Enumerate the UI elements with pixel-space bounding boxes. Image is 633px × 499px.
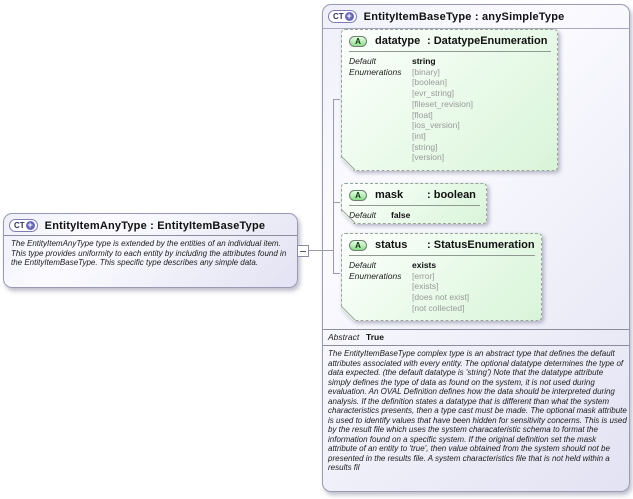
connector-line (309, 250, 334, 251)
enumeration-list: [binary] [boolean] [evr_string] [fileset… (412, 67, 473, 163)
attribute-icon: A (349, 240, 367, 251)
complex-type-glyph: CT (14, 221, 25, 230)
default-value: string (412, 56, 436, 66)
expand-icon[interactable]: + (25, 220, 35, 230)
divider (323, 329, 629, 330)
right-box-description: The EntityItemBaseType complex type is a… (328, 349, 627, 472)
enumeration-item: [float] (412, 109, 433, 120)
abstract-label: Abstract (328, 332, 360, 342)
minus-icon (300, 250, 306, 252)
left-box-description: The EntityItemAnyType type is extended b… (11, 239, 287, 267)
attribute-icon: A (349, 36, 367, 47)
default-row: Default exists (349, 260, 535, 271)
enumeration-item: [fileset_revision] (412, 98, 473, 109)
enumeration-item: [exists] (412, 281, 439, 292)
divider (349, 205, 480, 206)
enumerations-row: Enumerations [binary] [boolean] [evr_str… (349, 67, 551, 163)
enumeration-item: [string] (412, 141, 438, 152)
attribute-box-status: A status : StatusEnumeration Default exi… (341, 233, 542, 321)
connector-branch-status (334, 273, 340, 274)
attribute-box-mask: A mask : boolean Default false (341, 183, 487, 224)
enumeration-item: [int] (412, 130, 426, 141)
attribute-icon: A (349, 190, 367, 201)
default-row: Default false (349, 210, 480, 221)
attribute-type: : StatusEnumeration (427, 239, 535, 251)
default-label: Default (349, 56, 376, 66)
enumeration-item: [error] (412, 270, 435, 281)
default-label: Default (349, 260, 376, 270)
divider (4, 235, 297, 236)
connector-trunk (333, 99, 334, 274)
collapse-junction[interactable] (297, 245, 309, 257)
abstract-value: True (366, 332, 384, 342)
default-value: false (391, 210, 411, 220)
enumerations-row: Enumerations [error] [exists] [does not … (349, 271, 535, 314)
right-box-title: EntityItemBaseType : anySimpleType (363, 10, 565, 23)
complex-type-glyph: CT (333, 12, 344, 21)
attribute-box-datatype: A datatype : DatatypeEnumeration Default… (341, 29, 558, 171)
enumerations-label: Enumerations (349, 66, 402, 77)
attribute-type: : DatatypeEnumeration (427, 35, 548, 47)
left-box-header: CT + EntityItemAnyType : EntityItemBaseT… (4, 214, 297, 235)
divider (349, 51, 551, 52)
attribute-name: mask (375, 189, 404, 201)
entity-item-base-type-box: CT + EntityItemBaseType : anySimpleType … (322, 4, 630, 492)
enumeration-item: [ios_version] (412, 120, 460, 131)
right-box-header: CT + EntityItemBaseType : anySimpleType (323, 5, 629, 26)
attribute-name: status (375, 239, 408, 251)
attribute-header: A mask : boolean (342, 184, 486, 204)
default-row: Default string (349, 56, 551, 67)
divider (349, 255, 535, 256)
enumeration-item: [boolean] (412, 77, 447, 88)
divider (323, 28, 629, 29)
entity-item-any-type-box: CT + EntityItemAnyType : EntityItemBaseT… (3, 213, 298, 288)
default-label: Default (349, 210, 376, 220)
attribute-name: datatype (375, 35, 421, 47)
enumeration-item: [binary] (412, 66, 440, 77)
complex-type-icon: CT + (328, 10, 357, 23)
left-box-title: EntityItemAnyType : EntityItemBaseType (44, 219, 266, 232)
enumeration-item: [not collected] (412, 302, 465, 313)
enumeration-item: [evr_string] (412, 88, 455, 99)
enumeration-item: [version] (412, 152, 445, 163)
enumeration-item: [does not exist] (412, 292, 470, 303)
enumeration-list: [error] [exists] [does not exist] [not c… (412, 271, 469, 314)
abstract-row: Abstract True (328, 332, 384, 342)
divider (323, 345, 629, 346)
connector-branch-mask (334, 202, 340, 203)
connector-branch-datatype (334, 99, 340, 100)
expand-icon[interactable]: + (344, 11, 354, 21)
enumerations-label: Enumerations (349, 270, 402, 281)
attribute-type: : boolean (427, 189, 476, 201)
complex-type-icon: CT + (9, 219, 38, 232)
default-value: exists (412, 260, 437, 270)
attribute-header: A status : StatusEnumeration (342, 234, 541, 254)
attribute-header: A datatype : DatatypeEnumeration (342, 30, 557, 50)
